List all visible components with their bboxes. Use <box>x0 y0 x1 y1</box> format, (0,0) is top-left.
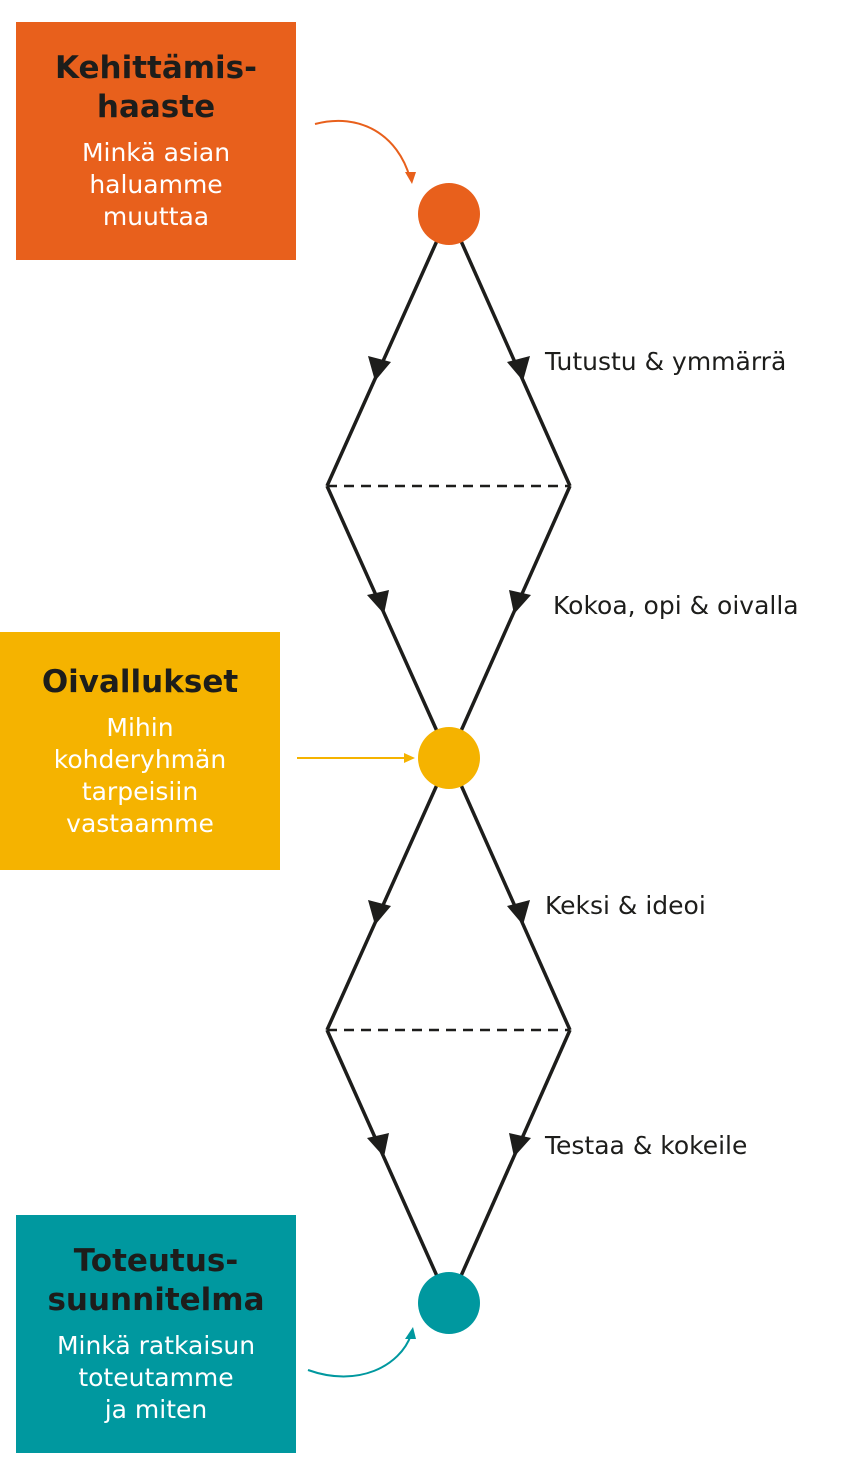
challenge-connector-arrow <box>314 119 411 179</box>
diamond-edge <box>325 1029 451 1304</box>
diamond-edge <box>447 757 572 1031</box>
edge-arrowheads <box>367 356 531 1157</box>
stage-label-understand: Tutustu & ymmärrä <box>545 347 787 376</box>
plan-title: Toteutus- suunnitelma <box>47 1243 265 1318</box>
challenge-description: Minkä asian haluamme muuttaa <box>81 138 231 231</box>
diamond-edge <box>325 485 451 759</box>
diamond-edge <box>447 485 572 759</box>
diamond-edge <box>325 213 451 487</box>
diamond-edge <box>447 213 572 487</box>
plan-description: Minkä ratkaisun toteutamme ja miten <box>56 1331 256 1424</box>
stage-label-test: Testaa & kokeile <box>545 1131 748 1160</box>
arrowhead-icon <box>405 1327 416 1339</box>
insights-node <box>418 727 480 789</box>
arrowhead-icon <box>507 356 530 381</box>
plan-connector-arrow <box>307 1334 412 1378</box>
diamond-edge <box>447 1029 572 1304</box>
challenge-box: Kehittämis- haaste Minkä asian haluamme … <box>16 22 296 260</box>
insights-box: Oivallukset Mihin kohderyhmän tarpeisiin… <box>0 632 280 870</box>
arrowhead-icon <box>405 172 416 184</box>
challenge-node <box>418 183 480 245</box>
arrowhead-icon <box>368 900 391 925</box>
plan-box: Toteutus- suunnitelma Minkä ratkaisun to… <box>16 1215 296 1453</box>
diamond-edge <box>325 757 451 1031</box>
arrowhead-icon <box>404 753 415 763</box>
challenge-title: Kehittämis- haaste <box>55 50 257 125</box>
arrowhead-icon <box>367 590 389 614</box>
arrowhead-icon <box>507 900 530 925</box>
stage-label-ideate: Keksi & ideoi <box>545 891 706 920</box>
arrowhead-icon <box>368 356 391 381</box>
arrowhead-icon <box>367 1133 389 1157</box>
stage-label-insight: Kokoa, opi & oivalla <box>553 591 799 620</box>
arrowhead-icon <box>509 1133 531 1157</box>
upper-diamond <box>325 213 572 759</box>
insights-title: Oivallukset <box>41 663 239 700</box>
plan-node <box>418 1272 480 1334</box>
lower-diamond <box>325 757 572 1304</box>
connectors <box>297 119 416 1378</box>
insights-description: Mihin kohderyhmän tarpeisiin vastaamme <box>53 712 227 838</box>
arrowhead-icon <box>509 590 531 614</box>
